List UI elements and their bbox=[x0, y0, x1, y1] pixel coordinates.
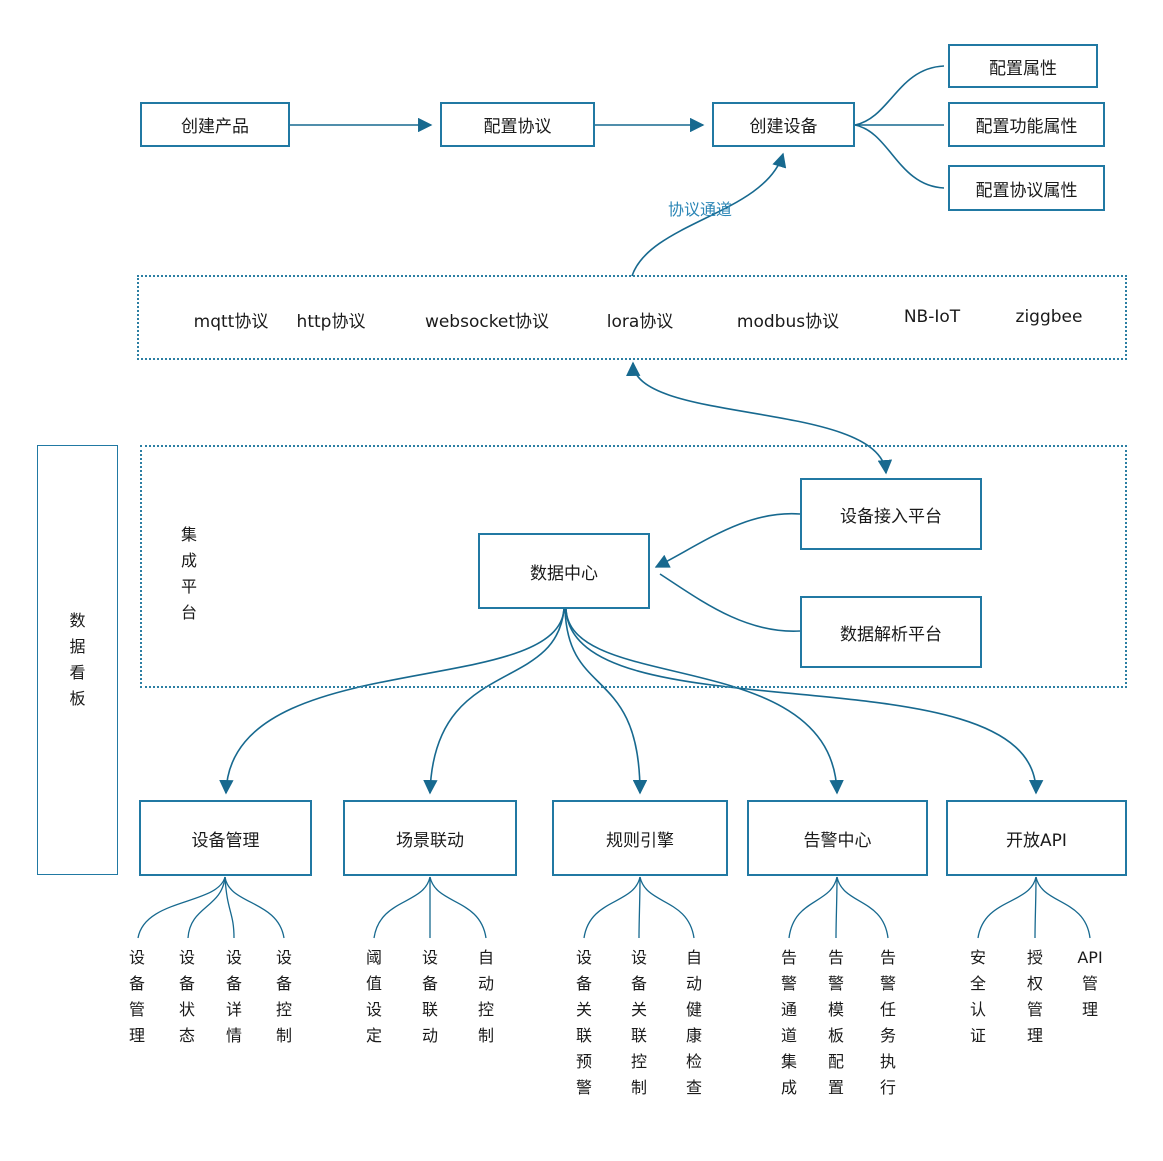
node-config-function-attribute: 配置功能属性 bbox=[948, 102, 1105, 147]
protocol-container bbox=[137, 275, 1127, 360]
leaf-alarm-template-config: 告 警 模 板 配 置 bbox=[827, 948, 845, 1097]
node-config-attribute: 配置属性 bbox=[948, 44, 1098, 88]
leaf-authorization-manage: 授 权 管 理 bbox=[1026, 948, 1044, 1045]
data-dashboard-label: 数 据 看 板 bbox=[69, 611, 86, 708]
leaf-device-manage: 设 备 管 理 bbox=[128, 948, 146, 1045]
protocol-channel-label: 协议通道 bbox=[668, 200, 733, 219]
integration-platform-label: 集 成 平 台 bbox=[180, 525, 197, 622]
leaf-api-manage: API 管 理 bbox=[1077, 948, 1103, 1019]
protocol-item-lora: lora协议 bbox=[606, 312, 674, 332]
leaf-device-detail: 设 备 详 情 bbox=[225, 948, 243, 1045]
leaf-threshold-setting: 阈 值 设 定 bbox=[365, 948, 383, 1045]
node-data-dashboard: 数 据 看 板 bbox=[37, 445, 118, 875]
node-create-product: 创建产品 bbox=[140, 102, 290, 147]
leaf-auto-health-check: 自 动 健 康 检 查 bbox=[685, 948, 703, 1097]
leaf-device-status: 设 备 状 态 bbox=[178, 948, 196, 1045]
node-alarm-center: 告警中心 bbox=[747, 800, 928, 876]
node-create-device: 创建设备 bbox=[712, 102, 855, 147]
leaf-auto-control: 自 动 控 制 bbox=[477, 948, 495, 1045]
protocol-item-ziggbee: ziggbee bbox=[1015, 307, 1083, 327]
leaf-device-linkage: 设 备 联 动 bbox=[421, 948, 439, 1045]
protocol-item-http: http协议 bbox=[296, 312, 366, 332]
node-open-api: 开放API bbox=[946, 800, 1127, 876]
protocol-item-modbus: modbus协议 bbox=[736, 312, 840, 332]
leaf-alarm-task-execution: 告 警 任 务 执 行 bbox=[879, 948, 897, 1097]
node-scene-linkage: 场景联动 bbox=[343, 800, 517, 876]
leaf-device-related-control: 设 备 关 联 控 制 bbox=[630, 948, 648, 1097]
leaf-security-auth: 安 全 认 证 bbox=[969, 948, 987, 1045]
protocol-item-websocket: websocket协议 bbox=[424, 312, 550, 332]
leaf-alarm-channel-integration: 告 警 通 道 集 成 bbox=[780, 948, 798, 1097]
node-config-protocol-attribute: 配置协议属性 bbox=[948, 165, 1105, 211]
leaf-device-related-warning: 设 备 关 联 预 警 bbox=[575, 948, 593, 1097]
protocol-item-mqtt: mqtt协议 bbox=[193, 312, 269, 332]
node-device-access-platform: 设备接入平台 bbox=[800, 478, 982, 550]
node-rule-engine: 规则引擎 bbox=[552, 800, 728, 876]
leaf-device-control: 设 备 控 制 bbox=[275, 948, 293, 1045]
node-data-parse-platform: 数据解析平台 bbox=[800, 596, 982, 668]
node-data-center: 数据中心 bbox=[478, 533, 650, 609]
protocol-item-nbiot: NB-IoT bbox=[903, 307, 961, 327]
node-device-management: 设备管理 bbox=[139, 800, 312, 876]
node-config-protocol: 配置协议 bbox=[440, 102, 595, 147]
